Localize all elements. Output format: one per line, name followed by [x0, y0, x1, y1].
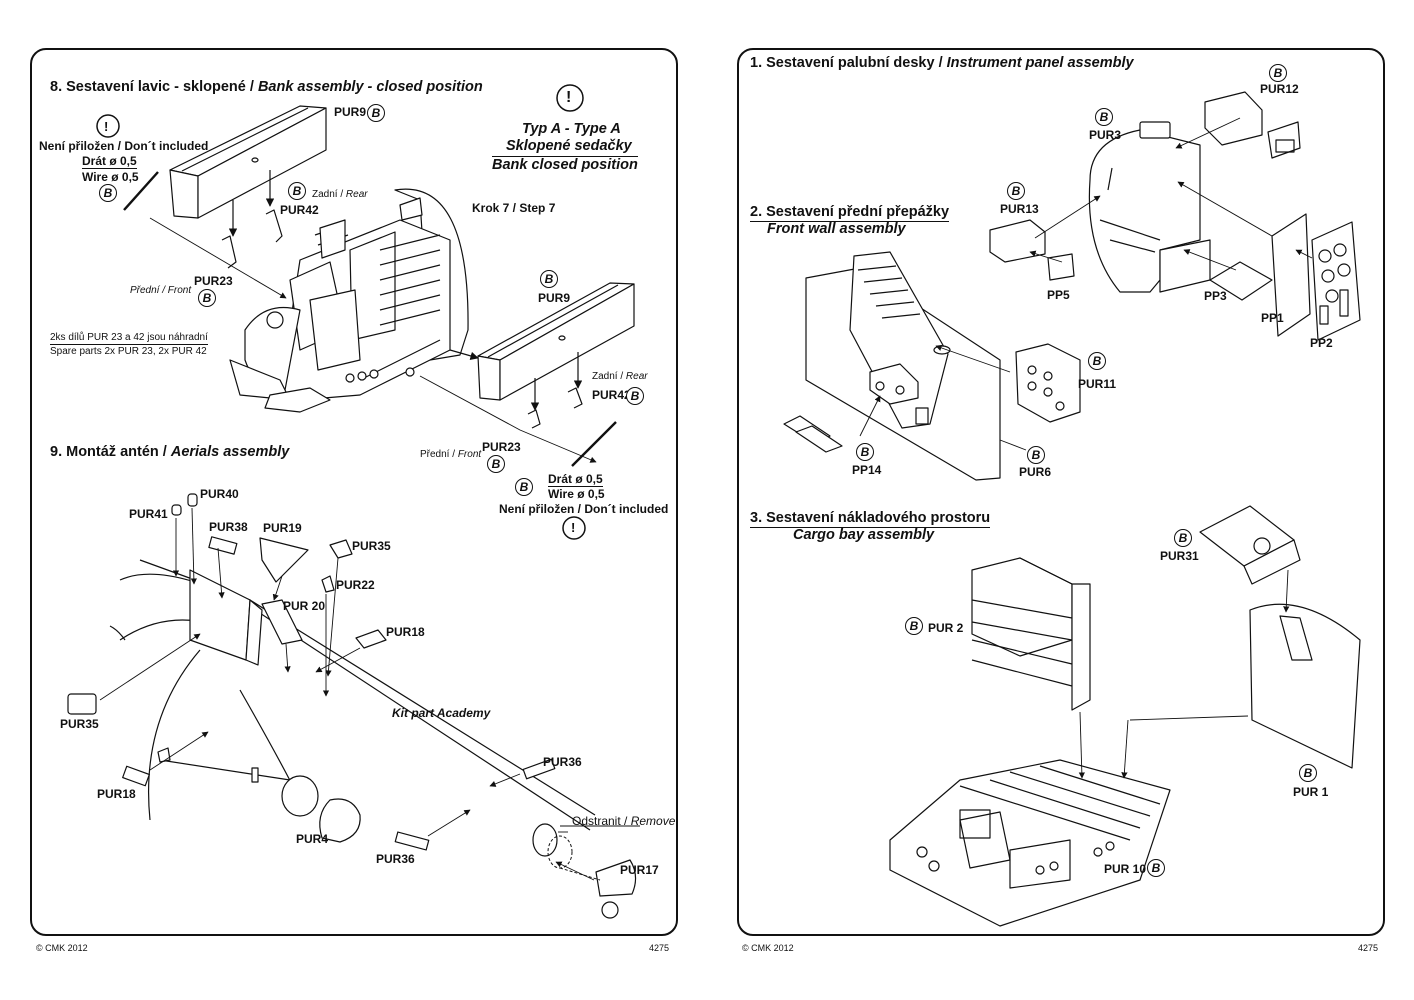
part-label: PUR31	[1160, 549, 1199, 563]
section1-title: 1. Sestavení palubní desky / Instrument …	[750, 55, 1134, 71]
fuselage-aerials	[109, 559, 596, 831]
part-label: PUR18	[97, 787, 136, 801]
part-label: PUR 2	[928, 621, 964, 635]
part-label: PUR17	[620, 863, 659, 877]
front-wall-assembly	[783, 251, 1081, 481]
part-label: PUR4	[296, 832, 329, 846]
section2-title-en: Front wall assembly	[767, 221, 906, 237]
part-label: PUR12	[1260, 82, 1299, 96]
remove-label: Odstranit / Remove	[572, 814, 676, 828]
part-label: PUR36	[376, 852, 415, 866]
front-label-1: Přední / Front	[130, 285, 192, 296]
section2-title-cz: 2. Sestavení přední přepážky	[750, 204, 950, 222]
wire-1	[123, 171, 159, 211]
cargo-bay-assembly	[889, 505, 1361, 927]
resin-badge-icon: B	[1299, 764, 1317, 782]
resin-badge-icon: B	[99, 184, 117, 202]
resin-badge-icon: B	[288, 182, 306, 200]
right-page-frame	[737, 48, 1385, 936]
resin-badge-icon: B	[856, 443, 874, 461]
footer-copyright-right: © CMK 2012	[742, 943, 794, 953]
step-label: Krok 7 / Step 7	[472, 201, 556, 215]
part-label: PP1	[1261, 311, 1284, 325]
part-label: PUR9	[334, 105, 367, 119]
part-label: PP5	[1047, 288, 1070, 302]
resin-badge-icon: B	[515, 478, 533, 496]
part-label: PUR9	[538, 291, 571, 305]
part-label: PP14	[852, 463, 882, 477]
resin-badge-icon: B	[198, 289, 216, 307]
footer-page-left: 4275	[649, 943, 670, 953]
resin-badge-icon: B	[1147, 859, 1165, 877]
type-a-label: Typ A - Type A	[522, 121, 621, 137]
bench-pur9-top	[169, 105, 327, 219]
warning-circles	[96, 84, 586, 540]
front-label-2: Přední / Front	[420, 449, 482, 460]
wire-cz-label-2: Drát ø 0,5	[548, 472, 603, 487]
part-label: PUR13	[1000, 202, 1039, 216]
section8-title-cz: 8. Sestavení lavic - sklopené /	[50, 79, 258, 95]
wire-2	[571, 421, 617, 467]
wire-cz-label-1: Drát ø 0,5	[82, 154, 137, 169]
resin-badge-icon: B	[1027, 446, 1045, 464]
resin-badge-icon: B	[1095, 108, 1113, 126]
part-label: PUR36	[543, 755, 582, 769]
resin-badge-icon: B	[626, 387, 644, 405]
bench-pur9-bottom	[477, 282, 635, 401]
warning-icon-3: !	[571, 520, 576, 535]
left-page-frame	[30, 48, 678, 936]
part-label: PUR41	[129, 507, 168, 521]
warning-icon-2: !	[566, 89, 572, 106]
section8-title-en: Bank assembly - closed position	[257, 79, 483, 95]
part-label: PUR3	[1089, 128, 1122, 142]
footer-copyright-left: © CMK 2012	[36, 943, 88, 953]
part-label: PUR6	[1019, 465, 1052, 479]
kit-part-label: Kit part Academy	[392, 706, 491, 720]
part-label: PUR40	[200, 487, 239, 501]
rear-label-2: Zadní / Rear	[592, 371, 648, 382]
part-label: PUR35	[352, 539, 391, 553]
part-label: PUR 1	[1293, 785, 1329, 799]
not-included-label-2: Není přiložen / Don´t included	[499, 502, 669, 516]
not-included-label-1: Není přiložen / Don´t included	[39, 139, 209, 153]
wire-en-label-1: Wire ø 0,5	[82, 170, 139, 184]
section3-title-cz: 3. Sestavení nákladového prostoru	[750, 510, 991, 528]
cockpit-assembly	[229, 188, 469, 413]
resin-badge-icon: B	[1088, 352, 1106, 370]
part-label: PUR42	[280, 203, 319, 217]
spare-parts-en: Spare parts 2x PUR 23, 2x PUR 42	[50, 346, 207, 357]
section8-title: 8. Sestavení lavic - sklopené / Bank ass…	[50, 80, 483, 95]
part-label: PUR23	[194, 274, 233, 288]
part-label: PUR35	[60, 717, 99, 731]
resin-badge-icon: B	[540, 270, 558, 288]
resin-badge-icon: B	[905, 617, 923, 635]
part-label: PUR 10	[1104, 862, 1147, 876]
part-label: PP3	[1204, 289, 1227, 303]
part-label: PUR 20	[283, 599, 326, 613]
part-label: PUR22	[336, 578, 375, 592]
spare-parts-cz: 2ks dílů PUR 23 a 42 jsou náhradní	[50, 332, 208, 345]
part-label: PUR11	[1078, 377, 1117, 391]
part-label: PUR18	[386, 625, 425, 639]
bank-closed-en-label: Bank closed position	[492, 156, 638, 173]
part-label: PUR42	[592, 388, 631, 402]
resin-badge-icon: B	[1174, 529, 1192, 547]
footer-page-right: 4275	[1358, 943, 1379, 953]
part-label: PUR19	[263, 521, 302, 535]
warning-icon-1: !	[104, 119, 109, 134]
section3-title-en: Cargo bay assembly	[793, 527, 935, 543]
part-label: PUR38	[209, 520, 248, 534]
wire-en-label-2: Wire ø 0,5	[548, 487, 605, 501]
resin-badge-icon: B	[1007, 182, 1025, 200]
instrument-panel-assembly	[989, 91, 1361, 341]
rear-label-1: Zadní / Rear	[312, 189, 368, 200]
resin-badge-icon: B	[367, 104, 385, 122]
section9-title: 9. Montáž antén / Aerials assembly	[50, 444, 290, 460]
resin-badge-icon: B	[1269, 64, 1287, 82]
bank-closed-cz-label: Sklopené sedačky	[506, 138, 632, 154]
resin-badge-icon: B	[487, 455, 505, 473]
part-label: PP2	[1310, 336, 1333, 350]
part-label: PUR23	[482, 440, 521, 454]
